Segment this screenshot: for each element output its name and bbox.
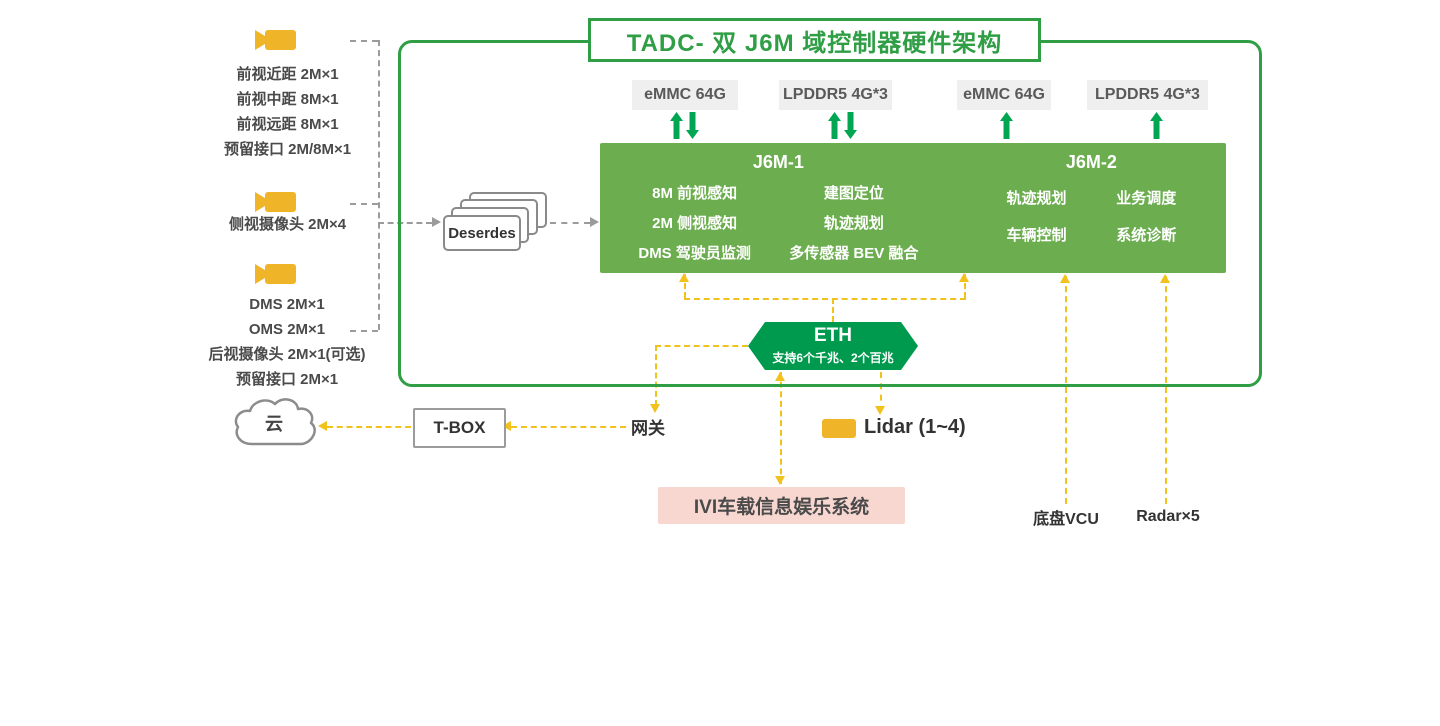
memory-bus-arrows-2: [828, 112, 857, 139]
connector-eth-gateway-h: [655, 345, 748, 347]
connector-cabin-cameras: [350, 330, 378, 332]
deserdes-label: Deserdes: [443, 215, 521, 251]
connector-vcu-soc: [1065, 276, 1067, 504]
soc-function: 轨迹规划: [1006, 190, 1067, 207]
connector-eth-ivi: [780, 372, 782, 484]
soc-function: 建图定位: [823, 185, 884, 202]
up-arrow-icon: [1150, 112, 1163, 139]
cloud-icon: [234, 398, 316, 446]
soc-j6m1-col2: 建图定位 轨迹规划 多传感器 BEV 融合: [789, 182, 918, 273]
connector-eth-drop: [832, 298, 834, 322]
arrowhead-left-icon: [318, 421, 327, 431]
chassis-vcu-label: 底盘VCU: [1033, 511, 1099, 528]
memory-bus-arrows-1: [670, 112, 699, 139]
camera-item: 侧视摄像头 2M×4: [228, 216, 347, 233]
connector-tbox-cloud: [327, 426, 411, 428]
down-arrow-icon: [844, 112, 857, 139]
connector-bus-deserdes: [378, 222, 432, 224]
connector-camera-bus: [378, 40, 380, 330]
lidar-label: Lidar (1~4): [864, 415, 966, 438]
camera-icon: [255, 264, 296, 284]
camera-item: 后视摄像头 2M×1(可选): [208, 346, 366, 363]
arrowhead-up-icon: [1060, 274, 1070, 283]
deserdes-stack: Deserdes: [443, 192, 548, 254]
eth-description: 支持6个千兆、2个百兆: [772, 350, 894, 365]
soc-function: 业务调度: [1116, 190, 1177, 207]
memory-chip-lpddr5-2: LPDDR5 4G*3: [1087, 80, 1208, 110]
arrowhead-down-icon: [650, 404, 660, 413]
camera-item: 前视中距 8M×1: [236, 91, 339, 108]
memory-chip-lpddr5-1: LPDDR5 4G*3: [779, 80, 892, 110]
soc-function: DMS 驾驶员监测: [638, 245, 751, 262]
soc-j6m1: J6M-1 8M 前视感知 2M 侧视感知 DMS 驾驶员监测 建图定位 轨迹规…: [600, 143, 957, 273]
connector-deserdes-soc: [550, 222, 590, 224]
connector-radar-soc: [1165, 276, 1167, 504]
arrowhead-up-icon: [775, 372, 785, 381]
arrowhead-right-icon: [432, 217, 441, 227]
soc-function: 2M 侧视感知: [652, 215, 738, 232]
memory-chip-emmc-2: eMMC 64G: [957, 80, 1051, 110]
camera-item: 前视远距 8M×1: [236, 116, 339, 133]
camera-item: 前视近距 2M×1: [236, 66, 339, 83]
arrowhead-right-icon: [590, 217, 599, 227]
up-arrow-icon: [1000, 112, 1013, 139]
connector-eth-lidar: [880, 372, 882, 412]
page-title: TADC- 双 J6M 域控制器硬件架构: [588, 18, 1041, 62]
soc-j6m1-col1: 8M 前视感知 2M 侧视感知 DMS 驾驶员监测: [638, 182, 751, 273]
cloud-label: 云: [265, 414, 283, 434]
memory-chip-emmc-1: eMMC 64G: [632, 80, 738, 110]
arrowhead-down-icon: [775, 476, 785, 485]
connector-soc-eth-left: [684, 274, 686, 298]
soc-function: 多传感器 BEV 融合: [789, 245, 919, 262]
up-arrow-icon: [828, 112, 841, 139]
soc-j6m2-title: J6M-2: [1065, 152, 1117, 172]
eth-label: ETH: [814, 325, 852, 347]
connector-soc-eth-horizontal: [684, 298, 966, 300]
camera-item: DMS 2M×1: [249, 296, 325, 313]
soc-function: 8M 前视感知: [652, 185, 738, 202]
side-camera-list: 侧视摄像头 2M×4: [180, 212, 395, 237]
soc-block: J6M-1 8M 前视感知 2M 侧视感知 DMS 驾驶员监测 建图定位 轨迹规…: [600, 143, 1226, 273]
arrowhead-up-icon: [679, 273, 689, 282]
arrowhead-up-icon: [959, 273, 969, 282]
arrowhead-left-icon: [502, 421, 511, 431]
soc-j6m2-functions: 轨迹规划 车辆控制 业务调度 系统诊断: [957, 182, 1226, 273]
tbox: T-BOX: [413, 408, 506, 448]
down-arrow-icon: [686, 112, 699, 139]
arrowhead-down-icon: [875, 406, 885, 415]
cabin-camera-list: DMS 2M×1 OMS 2M×1 后视摄像头 2M×1(可选) 预留接口 2M…: [152, 292, 422, 392]
connector-front-cameras: [350, 40, 378, 42]
front-camera-list: 前视近距 2M×1 前视中距 8M×1 前视远距 8M×1 预留接口 2M/8M…: [180, 62, 395, 162]
memory-bus-arrows-3: [1000, 112, 1013, 139]
soc-function: 轨迹规划: [823, 215, 884, 232]
connector-soc-eth-right: [964, 274, 966, 298]
soc-function: 系统诊断: [1116, 227, 1177, 244]
soc-j6m2-col2: 业务调度 系统诊断: [1116, 182, 1176, 273]
arrowhead-up-icon: [1160, 274, 1170, 283]
camera-item: OMS 2M×1: [248, 321, 326, 338]
connector-eth-gateway-v: [655, 345, 657, 406]
radar-label: Radar×5: [1136, 508, 1200, 525]
cloud-shape: 云: [230, 394, 318, 454]
camera-icon: [255, 192, 296, 212]
connector-side-cameras: [350, 203, 378, 205]
camera-item: 预留接口 2M×1: [235, 371, 339, 388]
soc-j6m2: J6M-2 轨迹规划 车辆控制 业务调度 系统诊断: [957, 143, 1226, 273]
eth-switch: ETH 支持6个千兆、2个百兆: [748, 322, 918, 370]
soc-j6m1-title: J6M-1: [752, 152, 804, 172]
soc-j6m1-functions: 8M 前视感知 2M 侧视感知 DMS 驾驶员监测 建图定位 轨迹规划 多传感器…: [600, 182, 957, 273]
soc-j6m2-col1: 轨迹规划 车辆控制: [1007, 182, 1067, 273]
lidar-icon: [822, 419, 856, 438]
up-arrow-icon: [670, 112, 683, 139]
memory-bus-arrows-4: [1150, 112, 1163, 139]
soc-function: 车辆控制: [1006, 227, 1067, 244]
ivi-box: IVI车载信息娱乐系统: [658, 487, 905, 524]
camera-icon: [255, 30, 296, 50]
connector-gateway-tbox: [511, 426, 626, 428]
gateway-label: 网关: [631, 418, 665, 438]
camera-item: 预留接口 2M/8M×1: [223, 141, 352, 158]
